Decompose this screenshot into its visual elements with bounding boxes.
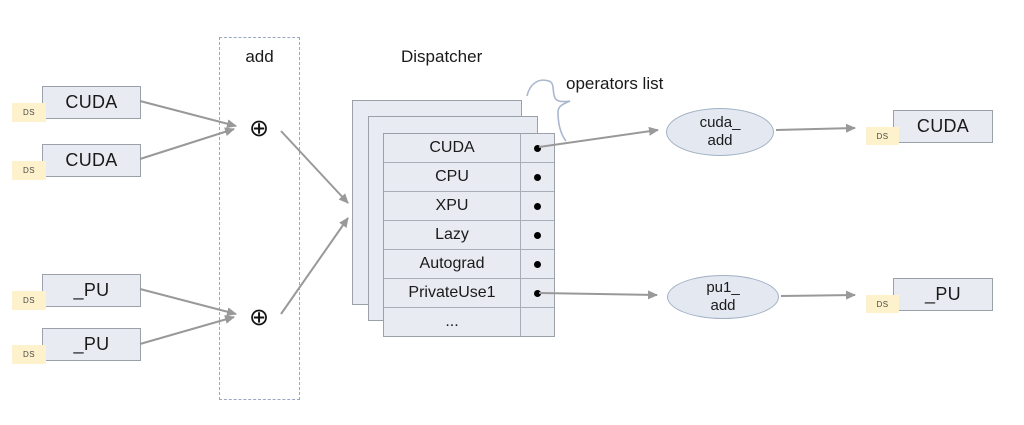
operator-pointer-cell bbox=[521, 192, 554, 220]
kernel-name-line1: cuda_ bbox=[699, 114, 741, 131]
dispatch-row-xpu: XPU bbox=[384, 191, 554, 220]
input-tensor-pu-2: _PU bbox=[42, 328, 141, 361]
dispatch-row-privateuse1: PrivateUse1 bbox=[384, 278, 554, 307]
output-tensor-cuda: CUDA bbox=[893, 110, 993, 143]
operators-list-label: operators list bbox=[566, 74, 664, 93]
ds-tag: DS bbox=[12, 291, 46, 310]
input-tensor-cuda-1: CUDA bbox=[42, 86, 141, 119]
operator-pointer-cell bbox=[521, 221, 554, 249]
dispatch-key-table: CUDA CPU XPU Lazy Autograd PrivateUse1 .… bbox=[383, 133, 555, 337]
add-op-label: add bbox=[245, 47, 274, 66]
kernel-name-line2: add bbox=[710, 297, 736, 314]
kernel-pu1-add: pu1_ add bbox=[667, 275, 779, 319]
kernel-name-line2: add bbox=[707, 132, 733, 149]
operator-pointer-dot bbox=[534, 144, 541, 152]
input-tensor-cuda-2: CUDA bbox=[42, 144, 141, 177]
arrow-privateuse1-key-to-kernel bbox=[538, 290, 658, 300]
add-op-group: add bbox=[219, 37, 300, 400]
arrow-cuda-key-to-kernel bbox=[538, 126, 659, 148]
dispatch-row-lazy: Lazy bbox=[384, 220, 554, 249]
dispatch-key-label: CPU bbox=[384, 163, 521, 191]
dispatch-row-ellipsis: ... bbox=[384, 307, 554, 336]
ds-tag: DS bbox=[866, 127, 899, 145]
dispatch-key-label: Lazy bbox=[384, 221, 521, 249]
dispatch-row-cpu: CPU bbox=[384, 162, 554, 191]
operator-pointer-cell bbox=[521, 250, 554, 278]
ds-tag: DS bbox=[866, 295, 899, 313]
dispatch-key-label: ... bbox=[384, 308, 521, 336]
dispatch-key-label: Autograd bbox=[384, 250, 521, 278]
operator-pointer-dot bbox=[534, 260, 541, 268]
oplus-op-icon: ⊕ bbox=[248, 114, 270, 142]
operator-pointer-dot bbox=[534, 289, 541, 297]
dispatch-row-cuda: CUDA bbox=[384, 134, 554, 162]
input-tensor-pu-1: _PU bbox=[42, 274, 141, 307]
output-tensor-pu: _PU bbox=[893, 278, 993, 311]
dispatch-key-label: PrivateUse1 bbox=[384, 279, 521, 307]
operator-pointer-cell bbox=[521, 134, 554, 162]
ds-tag: DS bbox=[12, 103, 46, 122]
dispatcher-title: Dispatcher bbox=[401, 47, 483, 66]
oplus-op-icon: ⊕ bbox=[248, 303, 270, 331]
arrow-pu1-kernel-to-output bbox=[780, 290, 856, 300]
ds-tag: DS bbox=[12, 161, 46, 180]
operator-pointer-cell bbox=[521, 308, 554, 336]
dispatch-row-autograd: Autograd bbox=[384, 249, 554, 278]
operator-pointer-dot bbox=[534, 202, 541, 210]
kernel-name-line1: pu1_ bbox=[706, 279, 740, 296]
operator-pointer-dot bbox=[534, 173, 541, 181]
dispatch-key-label: CUDA bbox=[384, 134, 521, 162]
arrow-cuda-kernel-to-output bbox=[775, 123, 856, 133]
dispatch-key-label: XPU bbox=[384, 192, 521, 220]
kernel-cuda-add: cuda_ add bbox=[666, 108, 774, 156]
operator-pointer-dot bbox=[534, 231, 541, 239]
ds-tag: DS bbox=[12, 345, 46, 364]
operator-pointer-cell bbox=[521, 279, 554, 307]
operator-pointer-cell bbox=[521, 163, 554, 191]
